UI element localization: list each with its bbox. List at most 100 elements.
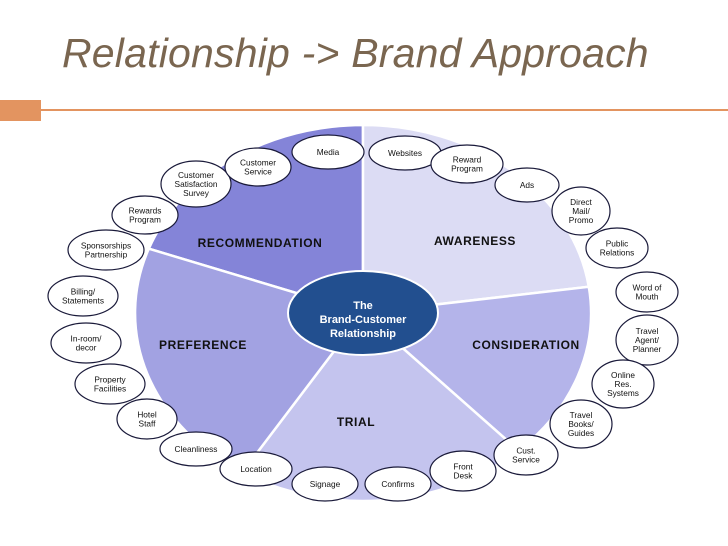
touchpoint-label: Guides (568, 428, 594, 438)
touchpoint-label: Ads (520, 180, 534, 190)
hub-ellipse (287, 270, 439, 356)
touchpoint-label: Relations (600, 248, 635, 258)
touchpoint-label: Agent/ (635, 335, 660, 345)
touchpoint-1: Websites (368, 135, 442, 171)
touchpoint-13: Signage (291, 466, 359, 502)
touchpoint-label: Service (512, 455, 540, 465)
hub-line-2: Brand-Customer (320, 314, 408, 326)
touchpoint-ellipse (549, 399, 613, 449)
segment-label-trial: TRIAL (337, 415, 375, 429)
touchpoint-ellipse (585, 227, 649, 269)
touchpoint-label: Statements (62, 296, 104, 306)
touchpoint-ellipse (159, 431, 233, 467)
touchpoint-label: Service (244, 167, 272, 177)
segment-label-preference: PREFERENCE (159, 338, 247, 352)
touchpoint-label: Media (317, 147, 340, 157)
touchpoint-label: Confirms (381, 479, 414, 489)
touchpoint-ellipse (615, 271, 679, 313)
touchpoint-ellipse (615, 314, 679, 366)
touchpoint-ellipse (429, 450, 497, 492)
touchpoint-label: Websites (388, 148, 422, 158)
touchpoint-ellipse (591, 359, 655, 409)
touchpoint-ellipse (160, 160, 232, 208)
touchpoint-label: Staff (139, 419, 157, 429)
segment-label-recommendation: RECOMMENDATION (198, 236, 323, 250)
segment-label-awareness: AWARENESS (434, 234, 516, 248)
touchpoint-ellipse (430, 144, 504, 184)
touchpoint-label: Online (611, 370, 635, 380)
touchpoint-18: In-room/decor (50, 322, 122, 364)
touchpoint-label: Books/ (568, 419, 594, 429)
touchpoint-ellipse (116, 398, 178, 440)
touchpoint-label: Reward (453, 155, 482, 165)
touchpoint-label: Front (453, 462, 473, 472)
touchpoint-label: Mail/ (572, 206, 590, 216)
touchpoint-label: Mouth (635, 292, 658, 302)
touchpoint-label: Customer (240, 158, 276, 168)
accent-box (0, 100, 41, 121)
touchpoint-label: Customer (178, 170, 214, 180)
segment-label-consideration: CONSIDERATION (472, 338, 580, 352)
touchpoint-ellipse (224, 147, 292, 187)
touchpoint-label: Cust. (516, 446, 535, 456)
touchpoint-ellipse (219, 451, 293, 487)
touchpoint-ellipse (291, 466, 359, 502)
touchpoint-label: Property (94, 375, 126, 385)
touchpoint-label: Rewards (129, 206, 162, 216)
touchpoint-label: Sponsorships (81, 241, 131, 251)
touchpoint-label: Public (606, 239, 629, 249)
touchpoint-19: Billing/Statements (47, 275, 119, 317)
touchpoint-label: Billing/ (71, 287, 96, 297)
touchpoint-0: Media (291, 134, 365, 170)
touchpoint-14: Location (219, 451, 293, 487)
touchpoint-ellipse (111, 195, 179, 235)
touchpoint-label: decor (76, 343, 97, 353)
touchpoint-label: Systems (607, 388, 639, 398)
touchpoint-label: Travel (570, 410, 593, 420)
touchpoint-label: Hotel (137, 410, 157, 420)
touchpoint-ellipse (67, 229, 145, 271)
touchpoint-label: Cleanliness (175, 444, 218, 454)
touchpoint-12: Confirms (364, 466, 432, 502)
touchpoint-label: Travel (636, 326, 659, 336)
touchpoint-ellipse (551, 186, 611, 236)
touchpoint-15: Cleanliness (159, 431, 233, 467)
touchpoint-label: Program (129, 215, 161, 225)
touchpoint-label: Res. (614, 379, 631, 389)
hub-line-3: Relationship (330, 328, 396, 340)
touchpoint-ellipse (493, 434, 559, 476)
touchpoint-label: Desk (454, 471, 474, 481)
touchpoint-label: Planner (633, 344, 662, 354)
touchpoint-ellipse (364, 466, 432, 502)
touchpoint-label: Promo (569, 215, 594, 225)
touchpoint-ellipse (494, 167, 560, 203)
touchpoint-label: Direct (570, 197, 592, 207)
touchpoint-label: Facilities (94, 384, 126, 394)
touchpoint-label: Program (451, 164, 483, 174)
touchpoint-label: In-room/ (71, 334, 103, 344)
hub-line-1: The (353, 300, 373, 312)
touchpoint-ellipse (291, 134, 365, 170)
title-rule (41, 109, 728, 111)
touchpoint-label: Satisfaction (175, 179, 218, 189)
page-title: Relationship -> Brand Approach (62, 30, 649, 76)
touchpoint-ellipse (47, 275, 119, 317)
touchpoint-label: Word of (633, 283, 663, 293)
touchpoint-3: Ads (494, 167, 560, 203)
touchpoint-ellipse (74, 363, 146, 405)
